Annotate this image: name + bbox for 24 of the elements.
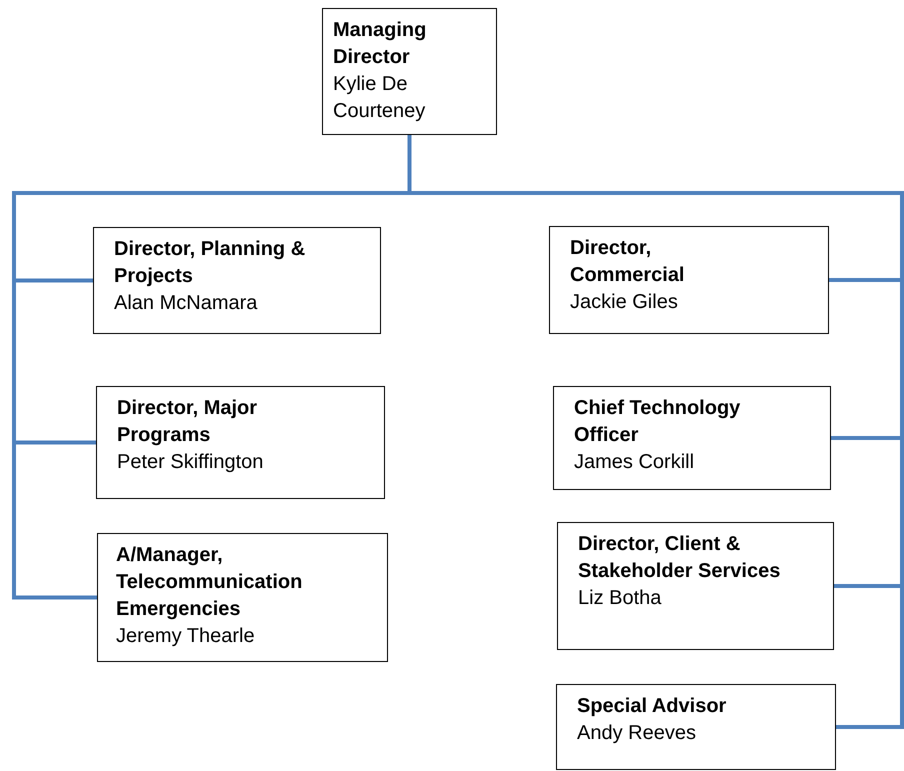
job-title: Chief Technology Officer xyxy=(574,396,742,448)
position-box xyxy=(557,522,834,650)
person-name: Jeremy Thearle xyxy=(116,624,255,649)
position-box xyxy=(322,8,497,135)
job-title: Director, Client & Stakeholder Services xyxy=(578,532,782,584)
person-name: Andy Reeves xyxy=(577,721,696,746)
position-box xyxy=(556,684,836,770)
job-title: Director, Planning & Projects xyxy=(114,237,306,289)
person-name: James Corkill xyxy=(574,450,694,475)
job-title: Special Advisor xyxy=(577,694,728,719)
position-box xyxy=(553,386,831,490)
position-box xyxy=(96,386,385,499)
person-name: Peter Skiffington xyxy=(117,450,264,475)
position-box xyxy=(549,226,829,334)
position-box xyxy=(97,533,388,662)
person-name: Jackie Giles xyxy=(570,290,678,315)
job-title: Director, Major Programs xyxy=(117,396,258,448)
job-title: A/Manager, Telecommunication Emergencies xyxy=(116,543,304,622)
person-name: Kylie De Courteney xyxy=(333,72,426,124)
person-name: Alan McNamara xyxy=(114,291,258,316)
job-title: Managing Director xyxy=(333,18,428,70)
job-title: Director, Commercial xyxy=(570,236,686,288)
position-box xyxy=(93,227,381,334)
person-name: Liz Botha xyxy=(578,586,662,611)
